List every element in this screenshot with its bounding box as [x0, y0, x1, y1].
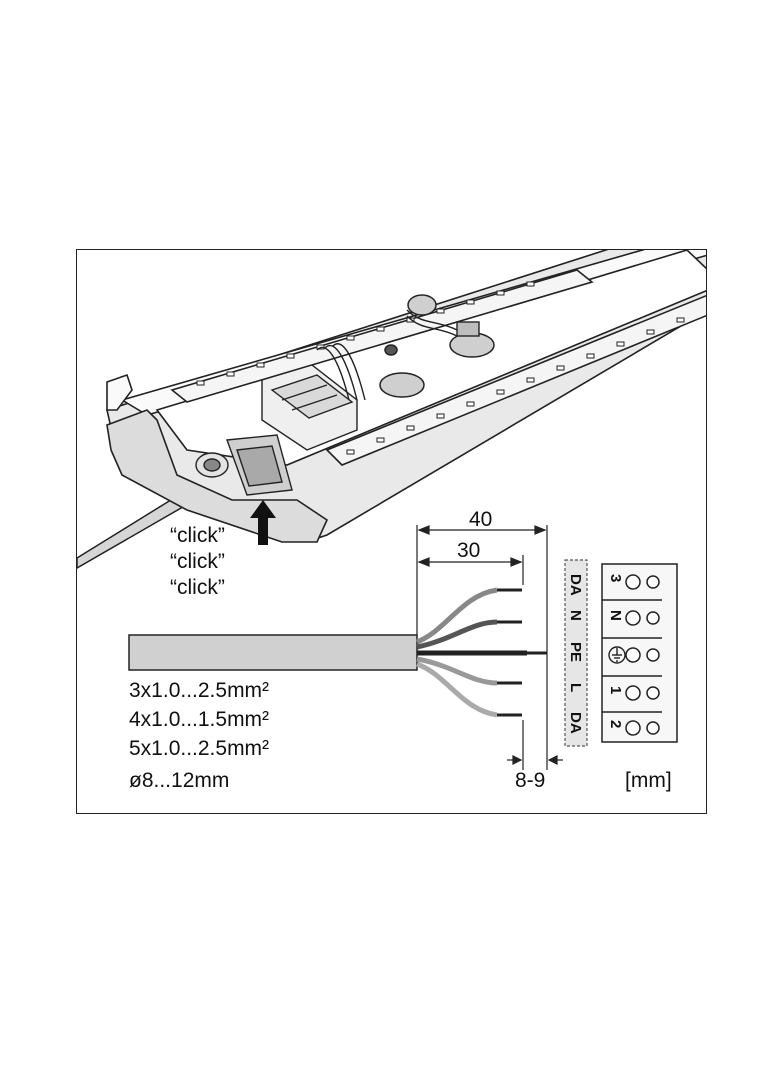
cable-entry-clamp: [195, 434, 293, 496]
terminal-label-n: N: [567, 610, 584, 621]
mounting-holes: [379, 294, 495, 398]
click-label-2: “click”: [170, 550, 225, 573]
dimension-lines: [416, 525, 563, 770]
terminal-label-da-top: DA: [567, 574, 584, 596]
unit-label: [mm]: [625, 769, 672, 792]
stripped-cable-drawing: [128, 587, 547, 718]
connector-number-3: 3: [607, 574, 624, 583]
cable-spec-3: 5x1.0...2.5mm²: [129, 737, 270, 760]
dimension-8-9: 8-9: [515, 769, 546, 792]
dimension-30: 30: [457, 539, 481, 562]
led-row-lower: [346, 317, 685, 455]
earth-icon: [608, 646, 626, 664]
push-up-arrow: [250, 500, 276, 545]
connector-number-n: N: [607, 610, 624, 621]
terminal-label-l: L: [567, 683, 584, 693]
connector-plug: [601, 563, 678, 743]
connector-number-2: 2: [607, 720, 624, 729]
dimension-40: 40: [469, 508, 493, 531]
click-label-3: “click”: [170, 576, 225, 599]
connector-number-1: 1: [607, 686, 624, 695]
terminal-label-da-bottom: DA: [567, 712, 584, 734]
installation-diagram-frame: “click” “click” “click” 40 30 8-9 [mm] 3…: [76, 249, 707, 814]
cable-spec-1: 3x1.0...2.5mm²: [129, 679, 270, 702]
luminaire-drawing: [77, 250, 706, 770]
cable-spec-2: 4x1.0...1.5mm²: [129, 708, 270, 731]
cable-spec-4: ø8...12mm: [129, 769, 230, 792]
terminal-block-drawing: [261, 309, 480, 451]
click-label-1: “click”: [170, 524, 225, 547]
led-row-upper: [196, 281, 535, 386]
terminal-label-strip: [564, 559, 588, 747]
terminal-label-pe: PE: [567, 642, 584, 663]
